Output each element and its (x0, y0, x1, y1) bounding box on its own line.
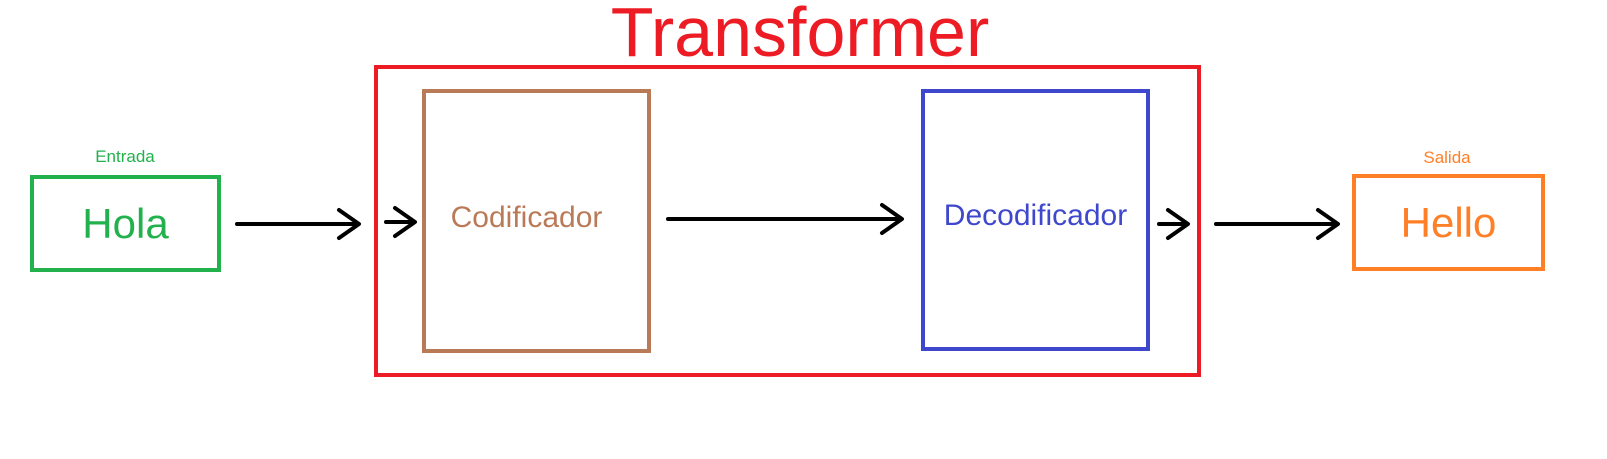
arrow-out-of-decoder (1157, 208, 1190, 240)
transformer-box (374, 65, 1201, 377)
arrow-input-to-transformer (235, 208, 361, 240)
decoder-label: Decodificador (943, 199, 1128, 232)
arrow-into-encoder (384, 206, 417, 238)
input-word: Hola (82, 199, 169, 247)
arrow-transformer-to-output (1214, 208, 1340, 240)
output-box: Hello (1352, 174, 1545, 271)
output-word: Hello (1400, 198, 1497, 246)
diagram-title: Transformer (610, 0, 990, 71)
arrow-encoder-to-decoder (666, 203, 904, 235)
input-box: Hola (30, 175, 221, 272)
input-caption: Entrada (95, 147, 155, 166)
decoder-box: Decodificador (921, 89, 1150, 351)
encoder-box: Codificador (422, 89, 651, 353)
output-caption: Salida (1423, 148, 1471, 167)
encoder-label: Codificador (450, 201, 603, 234)
